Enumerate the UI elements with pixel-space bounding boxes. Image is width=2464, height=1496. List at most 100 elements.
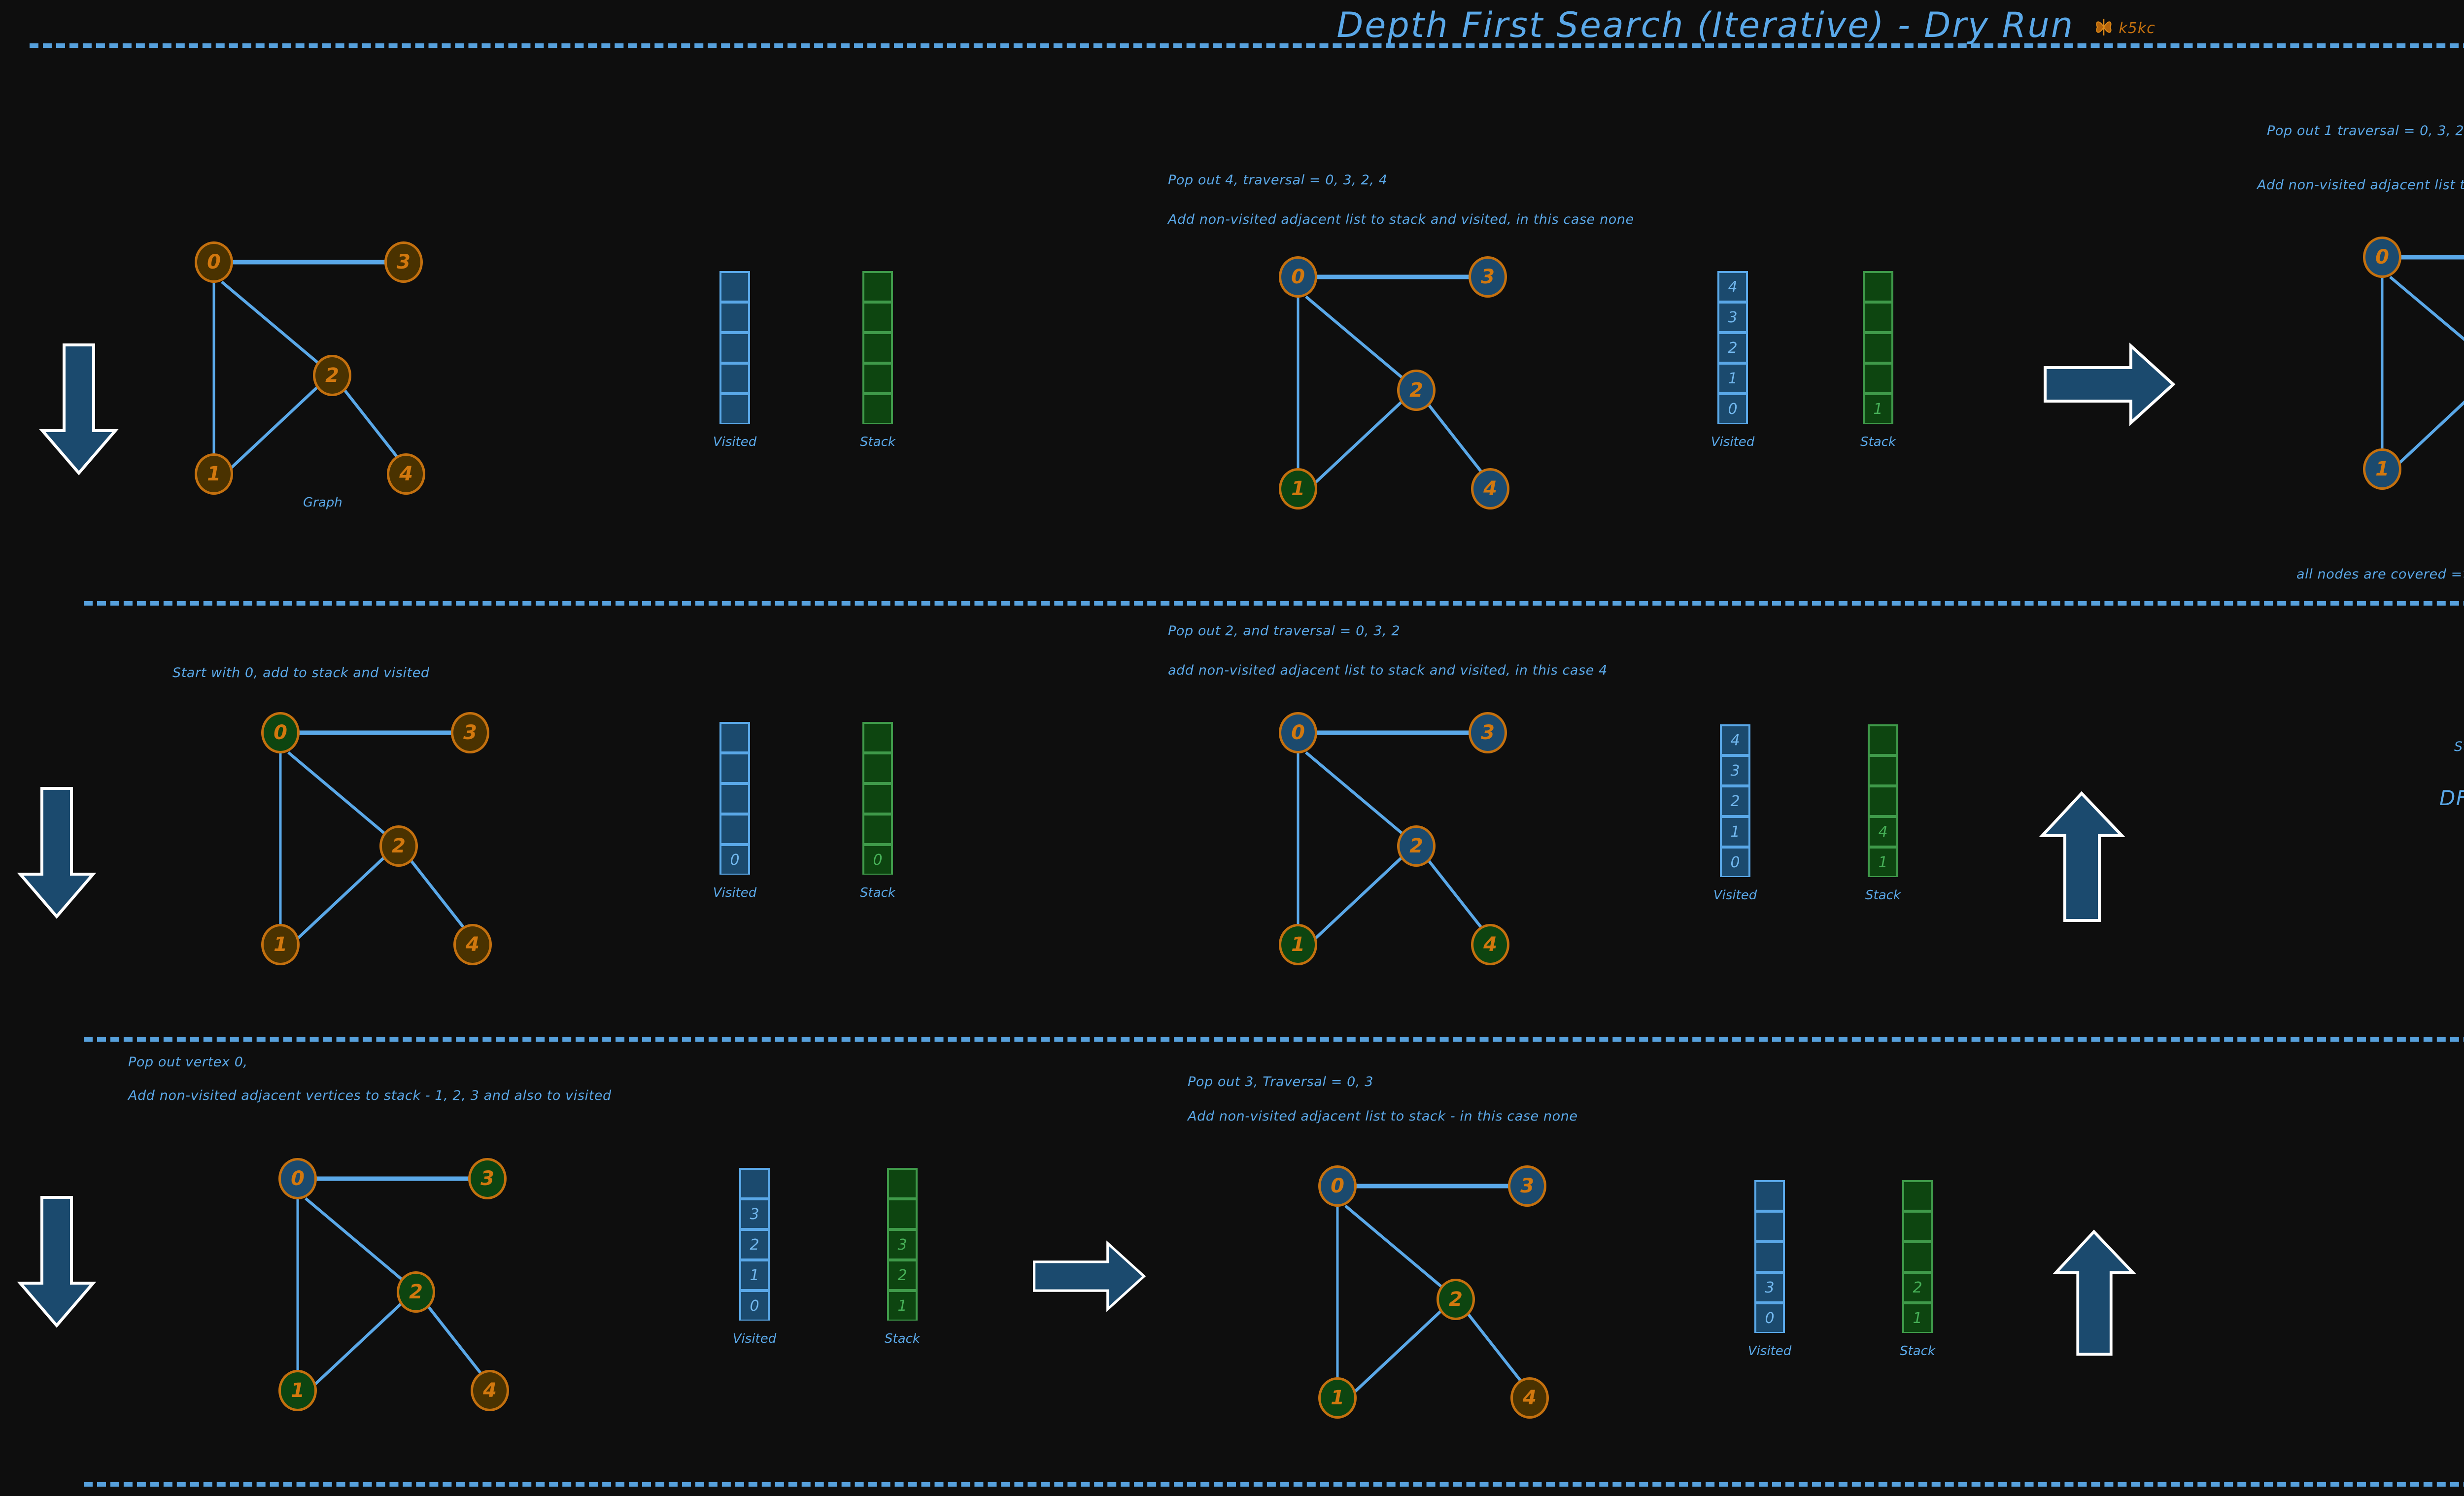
- panel-caption-line: Add non-visited adjacent list to stack a…: [1168, 212, 1634, 227]
- conclusion-line-1: Stack is now empty, DFS is finished: [2454, 739, 2464, 754]
- graph-diagram: 0 3 2 1 4: [2331, 232, 2464, 490]
- brand-logo: k5kc: [2094, 18, 2155, 38]
- graph-node-3[interactable]: 3: [468, 1158, 507, 1199]
- graph-node-3[interactable]: 3: [451, 712, 489, 753]
- panel-footer-note: all nodes are covered => Iteration stopp…: [2296, 567, 2464, 582]
- separator-row1: [30, 43, 2464, 48]
- graph-node-4[interactable]: 4: [1471, 924, 1509, 965]
- visited-cell: 3: [1717, 302, 1748, 332]
- stack-cell: [887, 1198, 918, 1229]
- visited-cell: 3: [1720, 755, 1750, 785]
- graph-node-0[interactable]: 0: [195, 241, 233, 283]
- graph-node-0[interactable]: 0: [1318, 1165, 1357, 1207]
- graph-node-1[interactable]: 1: [195, 453, 233, 495]
- visited-cell: [1754, 1211, 1785, 1241]
- stack-column: 2 1 Stack: [1900, 1180, 1935, 1359]
- visited-cell: [1754, 1241, 1785, 1272]
- stack-column-label: Stack: [860, 885, 895, 900]
- graph-node-4[interactable]: 4: [1471, 468, 1509, 510]
- flow-arrow-down-row1: [34, 340, 123, 478]
- graph-diagram: 0 3 2 1 4: [229, 707, 574, 965]
- graph-node-3[interactable]: 3: [1469, 256, 1507, 298]
- graph-node-2[interactable]: 2: [313, 355, 351, 396]
- stack-column: Stack: [860, 271, 895, 449]
- page-title: Depth First Search (Iterative) - Dry Run: [1336, 5, 2075, 45]
- stack-cell: [1863, 302, 1893, 332]
- graph-node-3[interactable]: 3: [1469, 712, 1507, 753]
- graph-node-0[interactable]: 0: [278, 1158, 317, 1199]
- graph-node-1[interactable]: 1: [1279, 924, 1317, 965]
- stack-cell: [862, 363, 893, 393]
- graph-node-2[interactable]: 2: [397, 1271, 435, 1313]
- stack-cell: [1863, 332, 1893, 363]
- stack-cell: [1868, 785, 1898, 816]
- visited-cell: 0: [1717, 393, 1748, 424]
- graph-node-3[interactable]: 3: [384, 241, 423, 283]
- stack-cell: [862, 783, 893, 814]
- graph-node-2[interactable]: 2: [1397, 825, 1436, 867]
- visited-cell: [719, 363, 750, 393]
- flow-arrow-down-row3: [12, 1192, 101, 1330]
- stack-cell: 4: [1868, 816, 1898, 847]
- flow-arrow-down-row2: [12, 783, 101, 921]
- graph-node-3[interactable]: 3: [1508, 1165, 1546, 1207]
- graph-node-1[interactable]: 1: [278, 1370, 317, 1411]
- graph-node-1[interactable]: 1: [1318, 1377, 1357, 1419]
- graph-node-0[interactable]: 0: [2363, 237, 2401, 278]
- stack-cell: 3: [887, 1229, 918, 1259]
- panel-caption-line: Pop out 3, Traversal = 0, 3: [1188, 1074, 1374, 1089]
- graph-node-1[interactable]: 1: [2363, 448, 2401, 490]
- visited-cell: 3: [1754, 1272, 1785, 1302]
- graph-diagram: 0 3 2 1 4: [1247, 707, 1592, 965]
- graph-node-4[interactable]: 4: [1510, 1377, 1549, 1419]
- stack-cell: [887, 1168, 918, 1198]
- stack-column-label: Stack: [1860, 435, 1896, 449]
- separator-row2: [84, 601, 2464, 606]
- visited-cell: 1: [1717, 363, 1748, 393]
- visited-column-label: Visited: [1747, 1344, 1792, 1359]
- stack-cell: 1: [1863, 393, 1893, 424]
- flow-arrow-up-row3: [2048, 1227, 2141, 1360]
- stack-column: 4 1 Stack: [1865, 724, 1901, 903]
- graph-node-4[interactable]: 4: [471, 1370, 509, 1411]
- panel-caption-line: Add non-visited adjacent vertices to sta…: [128, 1088, 612, 1103]
- graph-node-4[interactable]: 4: [387, 453, 425, 495]
- graph-node-2[interactable]: 2: [1437, 1279, 1475, 1320]
- stack-cell: [1902, 1211, 1933, 1241]
- stack-column: 1 Stack: [1860, 271, 1896, 449]
- visited-column: 3 2 1 0 Visited: [733, 1168, 776, 1346]
- separator-row3: [84, 1037, 2464, 1042]
- stack-cell: [862, 393, 893, 424]
- visited-cell: 0: [739, 1290, 770, 1321]
- visited-cell: [719, 814, 750, 844]
- stack-column-label: Stack: [860, 435, 895, 449]
- graph-node-1[interactable]: 1: [261, 924, 300, 965]
- stack-cell: [1902, 1180, 1933, 1211]
- stack-cell: 1: [887, 1290, 918, 1321]
- panel-caption-line: Add non-visited adjacent list to stack: [2257, 177, 2464, 193]
- graph-node-0[interactable]: 0: [1279, 256, 1317, 298]
- graph-node-1[interactable]: 1: [1279, 468, 1317, 510]
- visited-cell: 2: [739, 1229, 770, 1259]
- flow-arrow-up-row2: [2035, 788, 2129, 926]
- graph-node-2[interactable]: 2: [1397, 370, 1436, 411]
- stack-cell: 2: [887, 1259, 918, 1290]
- visited-column-label: Visited: [713, 435, 757, 449]
- flow-arrow-right-row1: [2040, 340, 2178, 429]
- visited-cell: [719, 722, 750, 752]
- visited-cell: 2: [1720, 785, 1750, 816]
- brand-name: k5kc: [2119, 19, 2156, 37]
- visited-column-label: Visited: [732, 1331, 777, 1346]
- stack-cell: [1863, 363, 1893, 393]
- panel-caption-line: Pop out 4, traversal = 0, 3, 2, 4: [1168, 172, 1388, 188]
- graph-node-0[interactable]: 0: [261, 712, 300, 753]
- graph-node-2[interactable]: 2: [379, 825, 418, 867]
- graph-node-4[interactable]: 4: [453, 924, 492, 965]
- graph-node-0[interactable]: 0: [1279, 712, 1317, 753]
- stack-cell: [862, 332, 893, 363]
- stack-cell: [862, 814, 893, 844]
- stack-cell: [1863, 271, 1893, 302]
- visited-cell: 0: [719, 844, 750, 875]
- stack-cell: [862, 302, 893, 332]
- visited-cell: [1754, 1180, 1785, 1211]
